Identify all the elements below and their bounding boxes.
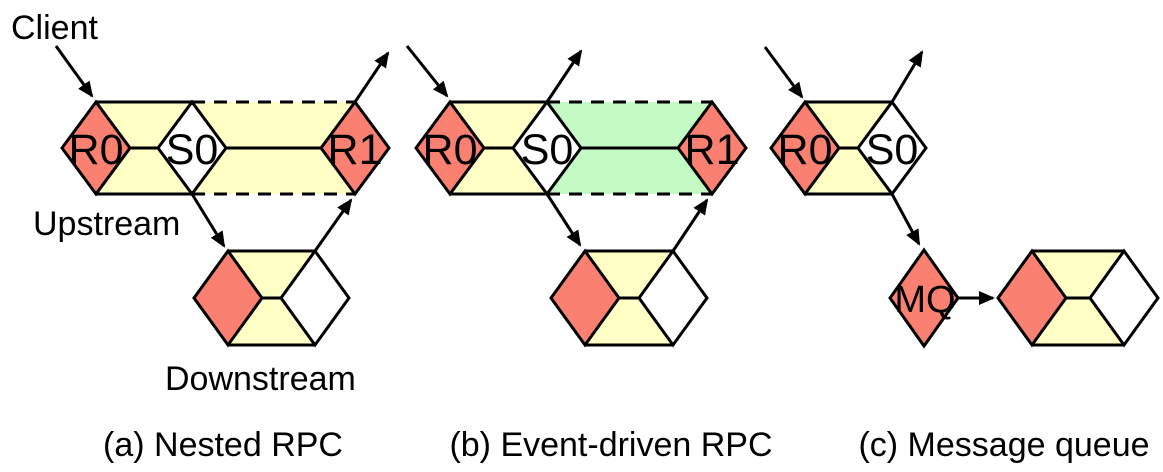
caption-b: (b) Event-driven RPC bbox=[449, 426, 772, 464]
node-r0-label-b: R0 bbox=[423, 126, 478, 174]
node-r1-label-b: R1 bbox=[685, 126, 740, 174]
client-label: Client bbox=[11, 9, 98, 47]
enqueue-arrow-c bbox=[890, 193, 921, 246]
node-s0-label-c: S0 bbox=[866, 126, 919, 174]
downstream-label: Downstream bbox=[165, 360, 356, 398]
nested-return-arrow-a bbox=[313, 198, 353, 252]
early-response-arrow-b bbox=[545, 49, 583, 103]
node-downstream-request-c bbox=[996, 248, 1068, 348]
node-r0-c bbox=[769, 99, 841, 197]
panel-message-queue: R0 S0 MQ (c) Message queue bbox=[763, 46, 1160, 464]
downstream-return-arrow-b bbox=[671, 198, 709, 252]
panel-event-driven-rpc: R0 S0 R1 (b) Event-driven RPC bbox=[405, 45, 773, 464]
node-s0-label-b: S0 bbox=[521, 126, 574, 174]
node-r1-b bbox=[676, 99, 748, 197]
node-downstream-server-c bbox=[1088, 248, 1160, 348]
response-arrow-c bbox=[890, 50, 924, 103]
response-arrow-a bbox=[353, 51, 390, 103]
panel-nested-rpc: Client Upstream Downstream R0 S0 R1 (a) … bbox=[11, 9, 391, 464]
node-mq-label-c: MQ bbox=[894, 279, 955, 321]
node-downstream-request-b bbox=[549, 248, 621, 348]
node-mq-c bbox=[888, 247, 960, 349]
node-r0-b bbox=[414, 99, 486, 197]
client-request-arrow-c bbox=[763, 46, 804, 99]
node-downstream-server-b bbox=[637, 248, 709, 348]
node-r1-label-a: R1 bbox=[328, 126, 383, 174]
node-downstream-server-a bbox=[279, 248, 351, 348]
client-request-arrow-b bbox=[405, 45, 449, 98]
upstream-label: Upstream bbox=[33, 205, 180, 243]
caption-a: (a) Nested RPC bbox=[103, 426, 343, 464]
node-r1-a bbox=[319, 99, 391, 197]
node-r0-label-a: R0 bbox=[69, 126, 124, 174]
node-r0-label-c: R0 bbox=[778, 126, 833, 174]
node-r0-a bbox=[60, 99, 132, 197]
client-request-arrow-a bbox=[54, 45, 94, 98]
nested-call-arrow-a bbox=[190, 193, 226, 248]
node-downstream-request-a bbox=[192, 248, 264, 348]
node-s0-label-a: S0 bbox=[166, 126, 219, 174]
caption-c: (c) Message queue bbox=[858, 426, 1149, 464]
event-dispatch-arrow-b bbox=[545, 193, 582, 247]
